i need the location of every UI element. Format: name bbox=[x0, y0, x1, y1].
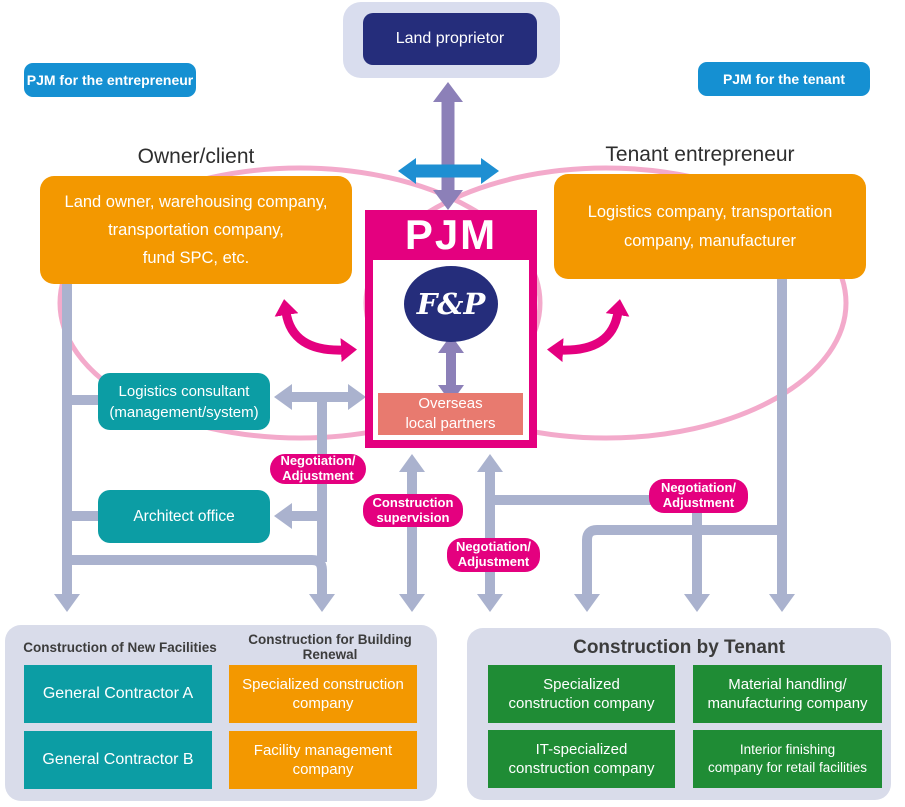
tenant-box: Logistics company, transportation compan… bbox=[554, 174, 866, 279]
new-facilities-panel: Construction of New Facilities Construct… bbox=[5, 625, 437, 801]
it-specialized-box: IT-specialized construction company bbox=[488, 730, 675, 788]
construction-by-tenant-panel: Construction by Tenant Specialized const… bbox=[467, 628, 891, 800]
arrow-tenant-branch-down bbox=[574, 525, 782, 612]
overseas-partners-box: Overseas local partners bbox=[378, 393, 523, 435]
land-proprietor-box: Land proprietor bbox=[363, 13, 537, 65]
general-contractor-b-box: General Contractor B bbox=[24, 731, 212, 789]
fp-logo-circle: F&P bbox=[404, 266, 498, 342]
architect-office-box: Architect office bbox=[98, 490, 270, 543]
gray-flow-connectors bbox=[54, 278, 795, 612]
arrow-owner-pjm-curved bbox=[274, 299, 357, 363]
building-renewal-header: Construction for Building Renewal bbox=[248, 632, 412, 662]
facility-management-box: Facility management company bbox=[229, 731, 417, 789]
pjm-tenant-badge: PJM for the tenant bbox=[698, 62, 870, 96]
pjm-title: PJM bbox=[404, 211, 498, 258]
pjm-box: PJM F&P Overseas local partners bbox=[365, 210, 537, 448]
general-contractor-a-box: General Contractor A bbox=[24, 665, 212, 723]
arrow-left-branch-down bbox=[67, 555, 335, 612]
tenant-entrepreneur-label: Tenant entrepreneur bbox=[605, 143, 795, 166]
arrow-tenant-pjm-curved bbox=[547, 299, 630, 363]
new-facilities-header: Construction of New Facilities bbox=[23, 639, 217, 655]
owner-client-label: Owner/client bbox=[137, 145, 255, 168]
material-handling-box: Material handling/ manufacturing company bbox=[693, 665, 882, 723]
pjm-entrepreneur-badge: PJM for the entrepreneur bbox=[24, 63, 196, 97]
negotiation-pill-right: Negotiation/ Adjustment bbox=[649, 479, 748, 513]
owner-box: Land owner, warehousing company, transpo… bbox=[40, 176, 352, 284]
owner-scope-ellipse bbox=[57, 165, 543, 441]
negotiation-pill-left: Negotiation/ Adjustment bbox=[270, 453, 366, 484]
negotiation-pill-center: Negotiation/ Adjustment bbox=[447, 538, 540, 572]
interior-finishing-box: Interior finishing company for retail fa… bbox=[693, 730, 882, 788]
fp-overseas-arrow-svg bbox=[438, 335, 464, 403]
specialized-construction-box: Specialized construction company bbox=[229, 665, 417, 723]
fp-logo-text: F&P bbox=[416, 287, 486, 321]
logistics-consultant-box: Logistics consultant (management/system) bbox=[98, 373, 270, 430]
tenant-specialized-box: Specialized construction company bbox=[488, 665, 675, 723]
construction-supervision-pill: Construction supervision bbox=[363, 494, 463, 527]
construction-by-tenant-header: Construction by Tenant bbox=[573, 637, 785, 658]
